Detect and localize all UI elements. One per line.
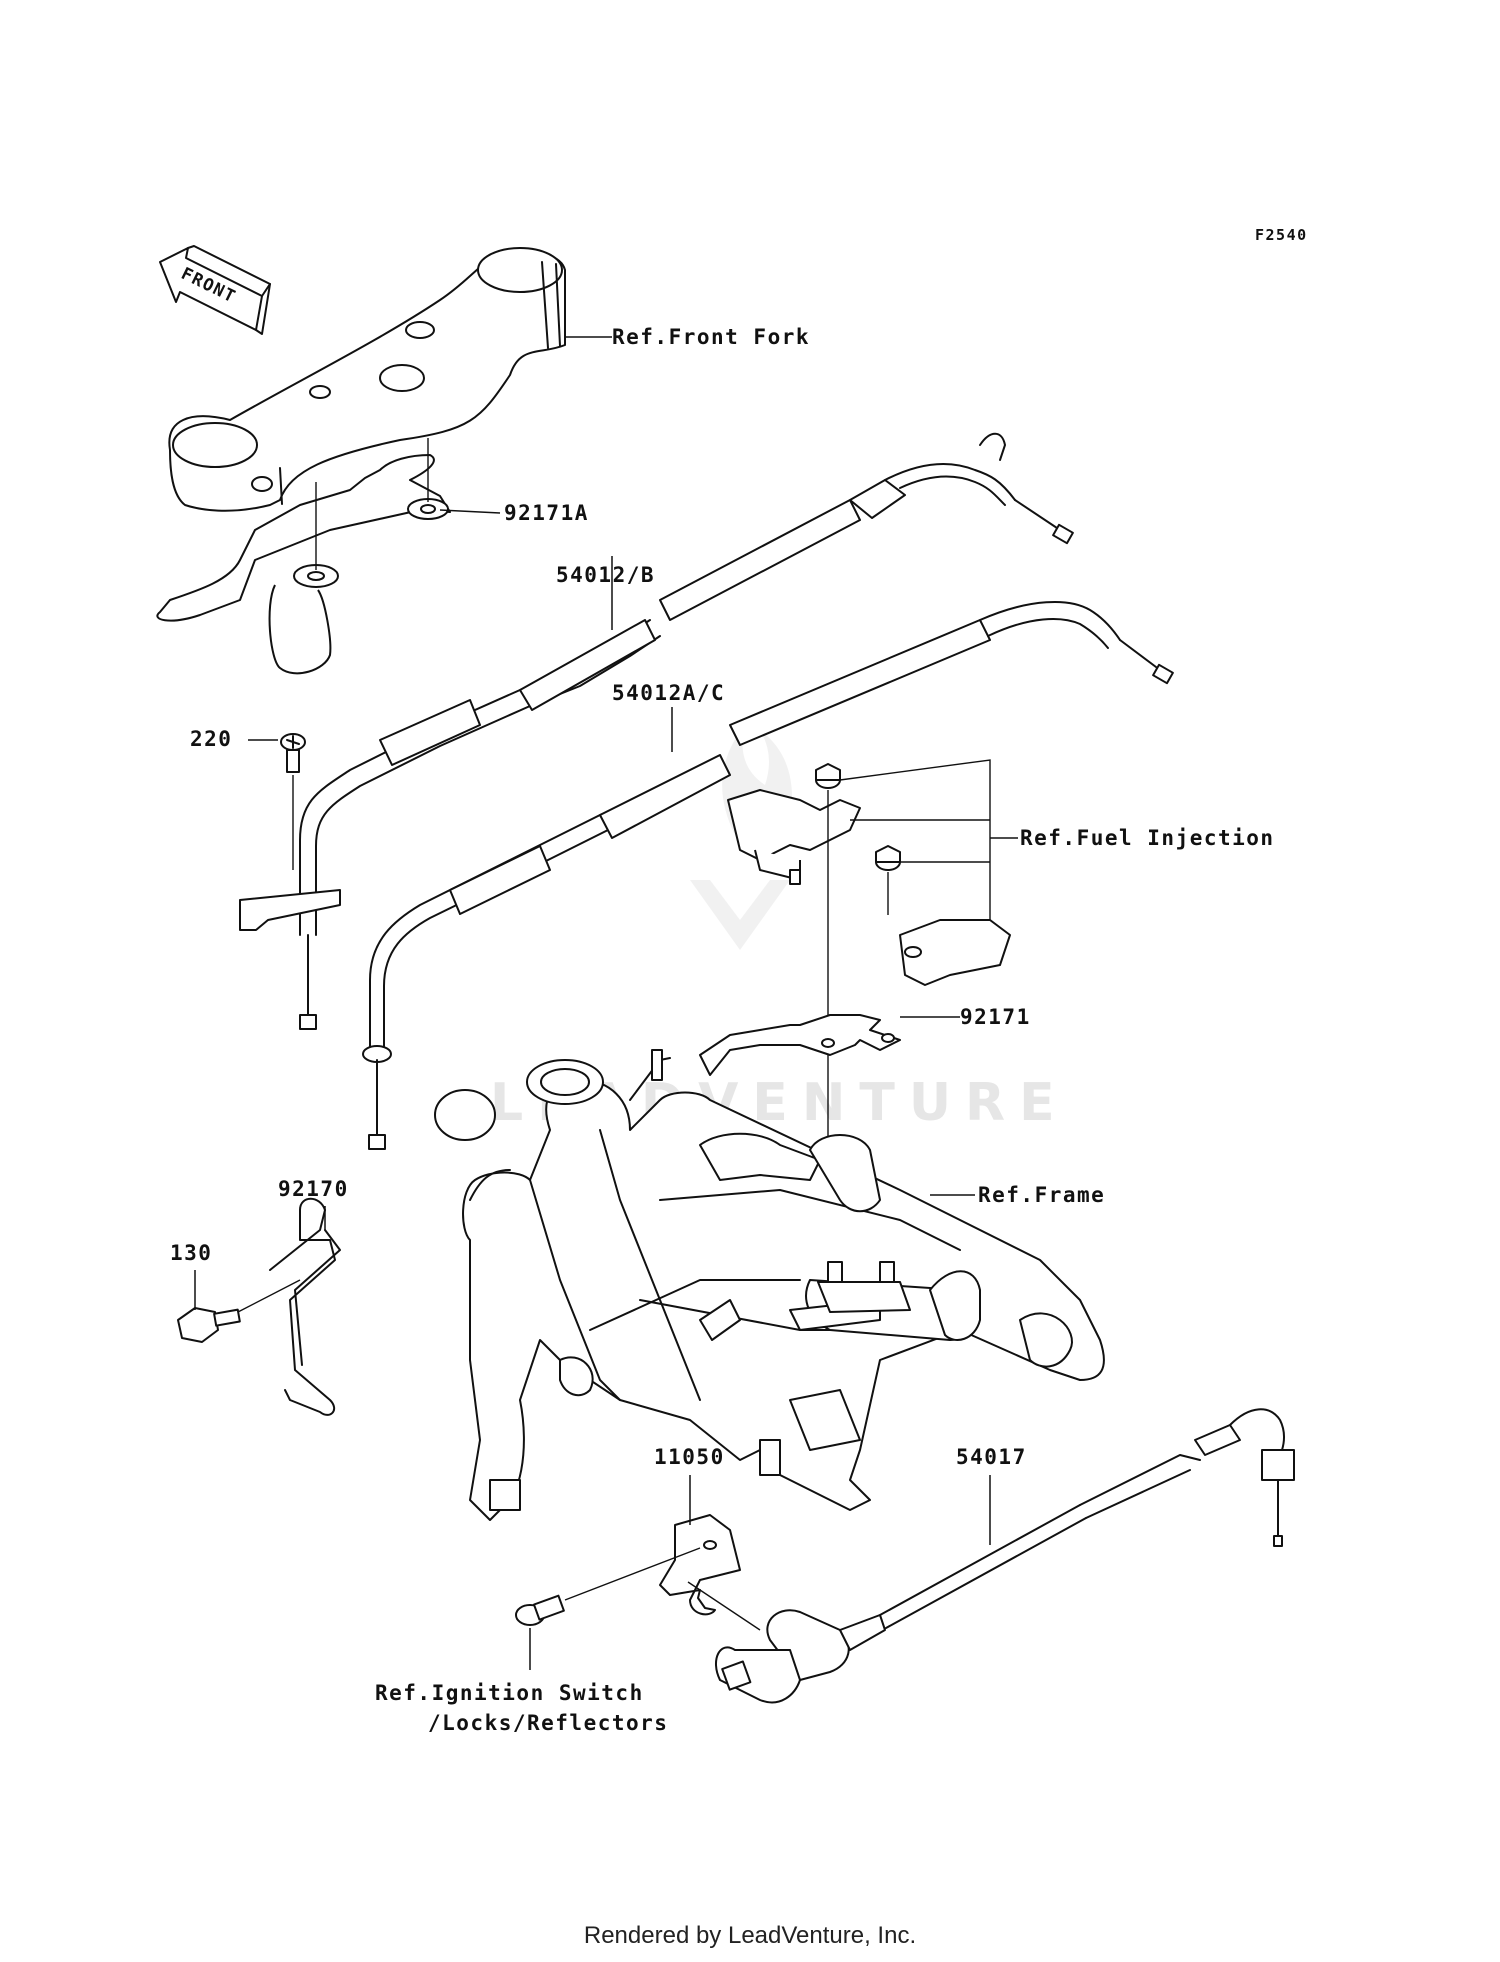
cable-bracket-92171a xyxy=(156,438,451,675)
front-arrow-icon: FRONT xyxy=(159,245,271,335)
upper-bracket-part xyxy=(168,247,566,512)
sensor-bracket-92171 xyxy=(699,1014,901,1076)
label-ref-front-fork: Ref.Front Fork xyxy=(612,325,810,349)
label-part-11050: 11050 xyxy=(654,1445,725,1469)
label-part-54012ac: 54012A/C xyxy=(612,681,725,705)
label-part-54017: 54017 xyxy=(956,1445,1027,1469)
motorcycle-frame xyxy=(434,1049,1105,1521)
label-part-92171: 92171 xyxy=(960,1005,1031,1029)
wire-clip-92170 xyxy=(269,1197,341,1416)
diagram-id: F2540 xyxy=(1255,226,1308,244)
label-ref-fuel-injection: Ref.Fuel Injection xyxy=(1020,826,1275,850)
screw-220-icon xyxy=(280,733,306,870)
label-part-220: 220 xyxy=(190,727,232,751)
screw-icon xyxy=(515,1547,701,1626)
throttle-cable-54012b xyxy=(239,432,1074,1030)
label-ref-frame: Ref.Frame xyxy=(978,1183,1105,1207)
label-part-92171a: 92171A xyxy=(504,501,589,525)
bracket-11050 xyxy=(659,1514,741,1616)
flange-bolt-130-icon xyxy=(177,1279,301,1343)
label-part-130: 130 xyxy=(170,1241,212,1265)
footer-credit: Rendered by LeadVenture, Inc. xyxy=(583,1922,917,1949)
leader-lines xyxy=(194,336,1018,1670)
choke-cable-54017 xyxy=(687,1408,1295,1704)
label-part-54012b: 54012/B xyxy=(556,563,655,587)
throttle-cable-54012ac xyxy=(362,601,1174,1150)
label-ref-locks-reflectors: /Locks/Reflectors xyxy=(428,1711,668,1735)
label-ref-ignition-switch: Ref.Ignition Switch xyxy=(375,1681,644,1705)
label-part-92170: 92170 xyxy=(278,1177,349,1201)
